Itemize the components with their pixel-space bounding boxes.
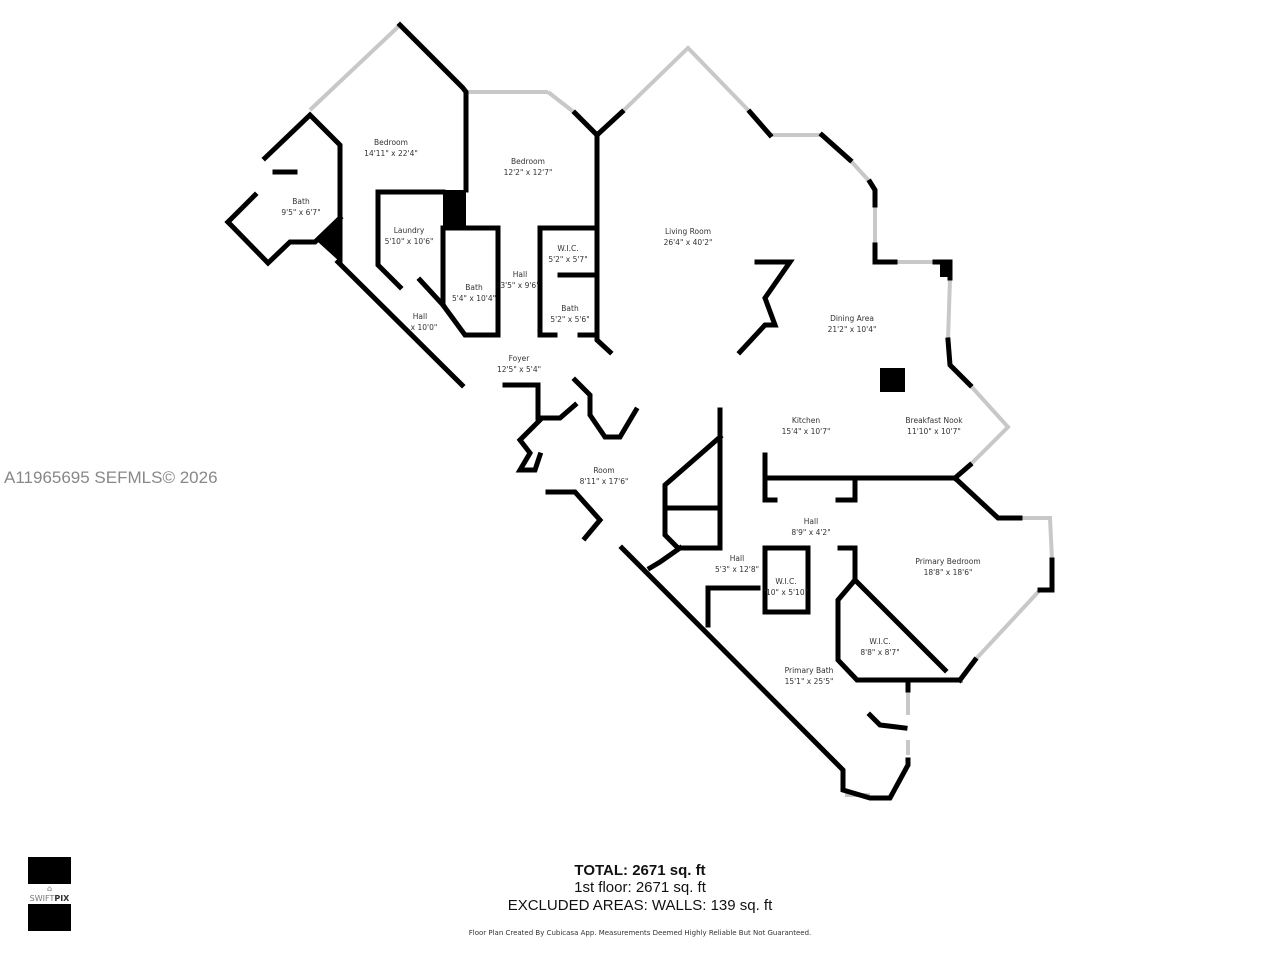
room-size: 8'11" x 17'6": [580, 477, 629, 486]
house-icon: ⌂: [46, 884, 53, 893]
room-name: Hall: [804, 517, 818, 526]
room-name: Breakfast Nook: [905, 416, 963, 425]
room-name: Laundry: [394, 226, 425, 235]
room-name: Primary Bath: [785, 666, 834, 675]
room-size: 8'8" x 8'7": [860, 648, 899, 657]
room-name: Bath: [465, 283, 483, 292]
room-size: 8'9" x 4'2": [791, 528, 830, 537]
room-size: 5'3" x 12'8": [715, 565, 759, 574]
room-name: Hall: [513, 270, 527, 279]
room-name: Kitchen: [792, 416, 820, 425]
room-size: 15'1" x 25'5": [785, 677, 834, 686]
disclaimer: Floor Plan Created By Cubicasa App. Meas…: [468, 929, 812, 937]
room-size: 12'2" x 12'7": [504, 168, 553, 177]
area-totals: TOTAL: 2671 sq. ft 1st floor: 2671 sq. f…: [440, 862, 840, 915]
room-name: Bedroom: [511, 157, 545, 166]
room-name: Living Room: [665, 227, 711, 236]
room-size: 5'4" x 10'4": [452, 294, 496, 303]
room-name: Bath: [561, 304, 579, 313]
room-name: W.I.C.: [869, 637, 890, 646]
room-size: 9'5" x 6'7": [281, 208, 320, 217]
mls-watermark: A11965695 SEFMLS© 2026: [4, 468, 218, 487]
room-name: Bath: [292, 197, 310, 206]
room-name: Hall: [730, 554, 744, 563]
room-name: Hall: [413, 312, 427, 321]
room-name: Bedroom: [374, 138, 408, 147]
room-size: 5'2" x 5'6": [550, 315, 589, 324]
windows: [226, 23, 1054, 797]
room-size: 21'2" x 10'4": [828, 325, 877, 334]
room-size: 12'5" x 5'4": [497, 365, 541, 374]
walls: [224, 21, 1055, 801]
room-size: 26'4" x 40'2": [664, 238, 713, 247]
column: [880, 368, 905, 392]
room-size: 18'8" x 18'6": [924, 568, 973, 577]
room-name: W.I.C.: [557, 244, 578, 253]
swiftpix-logo: ⌂SWIFTPIX: [28, 857, 71, 931]
room-size: 3'5" x 9'6": [500, 281, 539, 290]
room-size: 11'10" x 10'7": [907, 427, 961, 436]
room-name: Primary Bedroom: [915, 557, 980, 566]
total-area: TOTAL: 2671 sq. ft: [574, 862, 706, 879]
room-size: 5'2" x 5'7": [548, 255, 587, 264]
room-size: 15'4" x 10'7": [782, 427, 831, 436]
floor-area: 1st floor: 2671 sq. ft: [574, 879, 706, 896]
room-labels: Bedroom 14'11" x 22'4" Bedroom 12'2" x 1…: [281, 138, 980, 686]
room-size: 14'11" x 22'4": [364, 149, 418, 158]
room-size: x 10'0": [411, 323, 438, 332]
room-size: '10" x 5'10": [764, 588, 808, 597]
excluded-area: EXCLUDED AREAS: WALLS: 139 sq. ft: [507, 897, 773, 914]
room-name: Room: [593, 466, 614, 475]
room-size: 5'10" x 10'6": [385, 237, 434, 246]
room-name: W.I.C.: [775, 577, 796, 586]
room-name: Foyer: [509, 354, 531, 363]
room-name: Dining Area: [830, 314, 874, 323]
